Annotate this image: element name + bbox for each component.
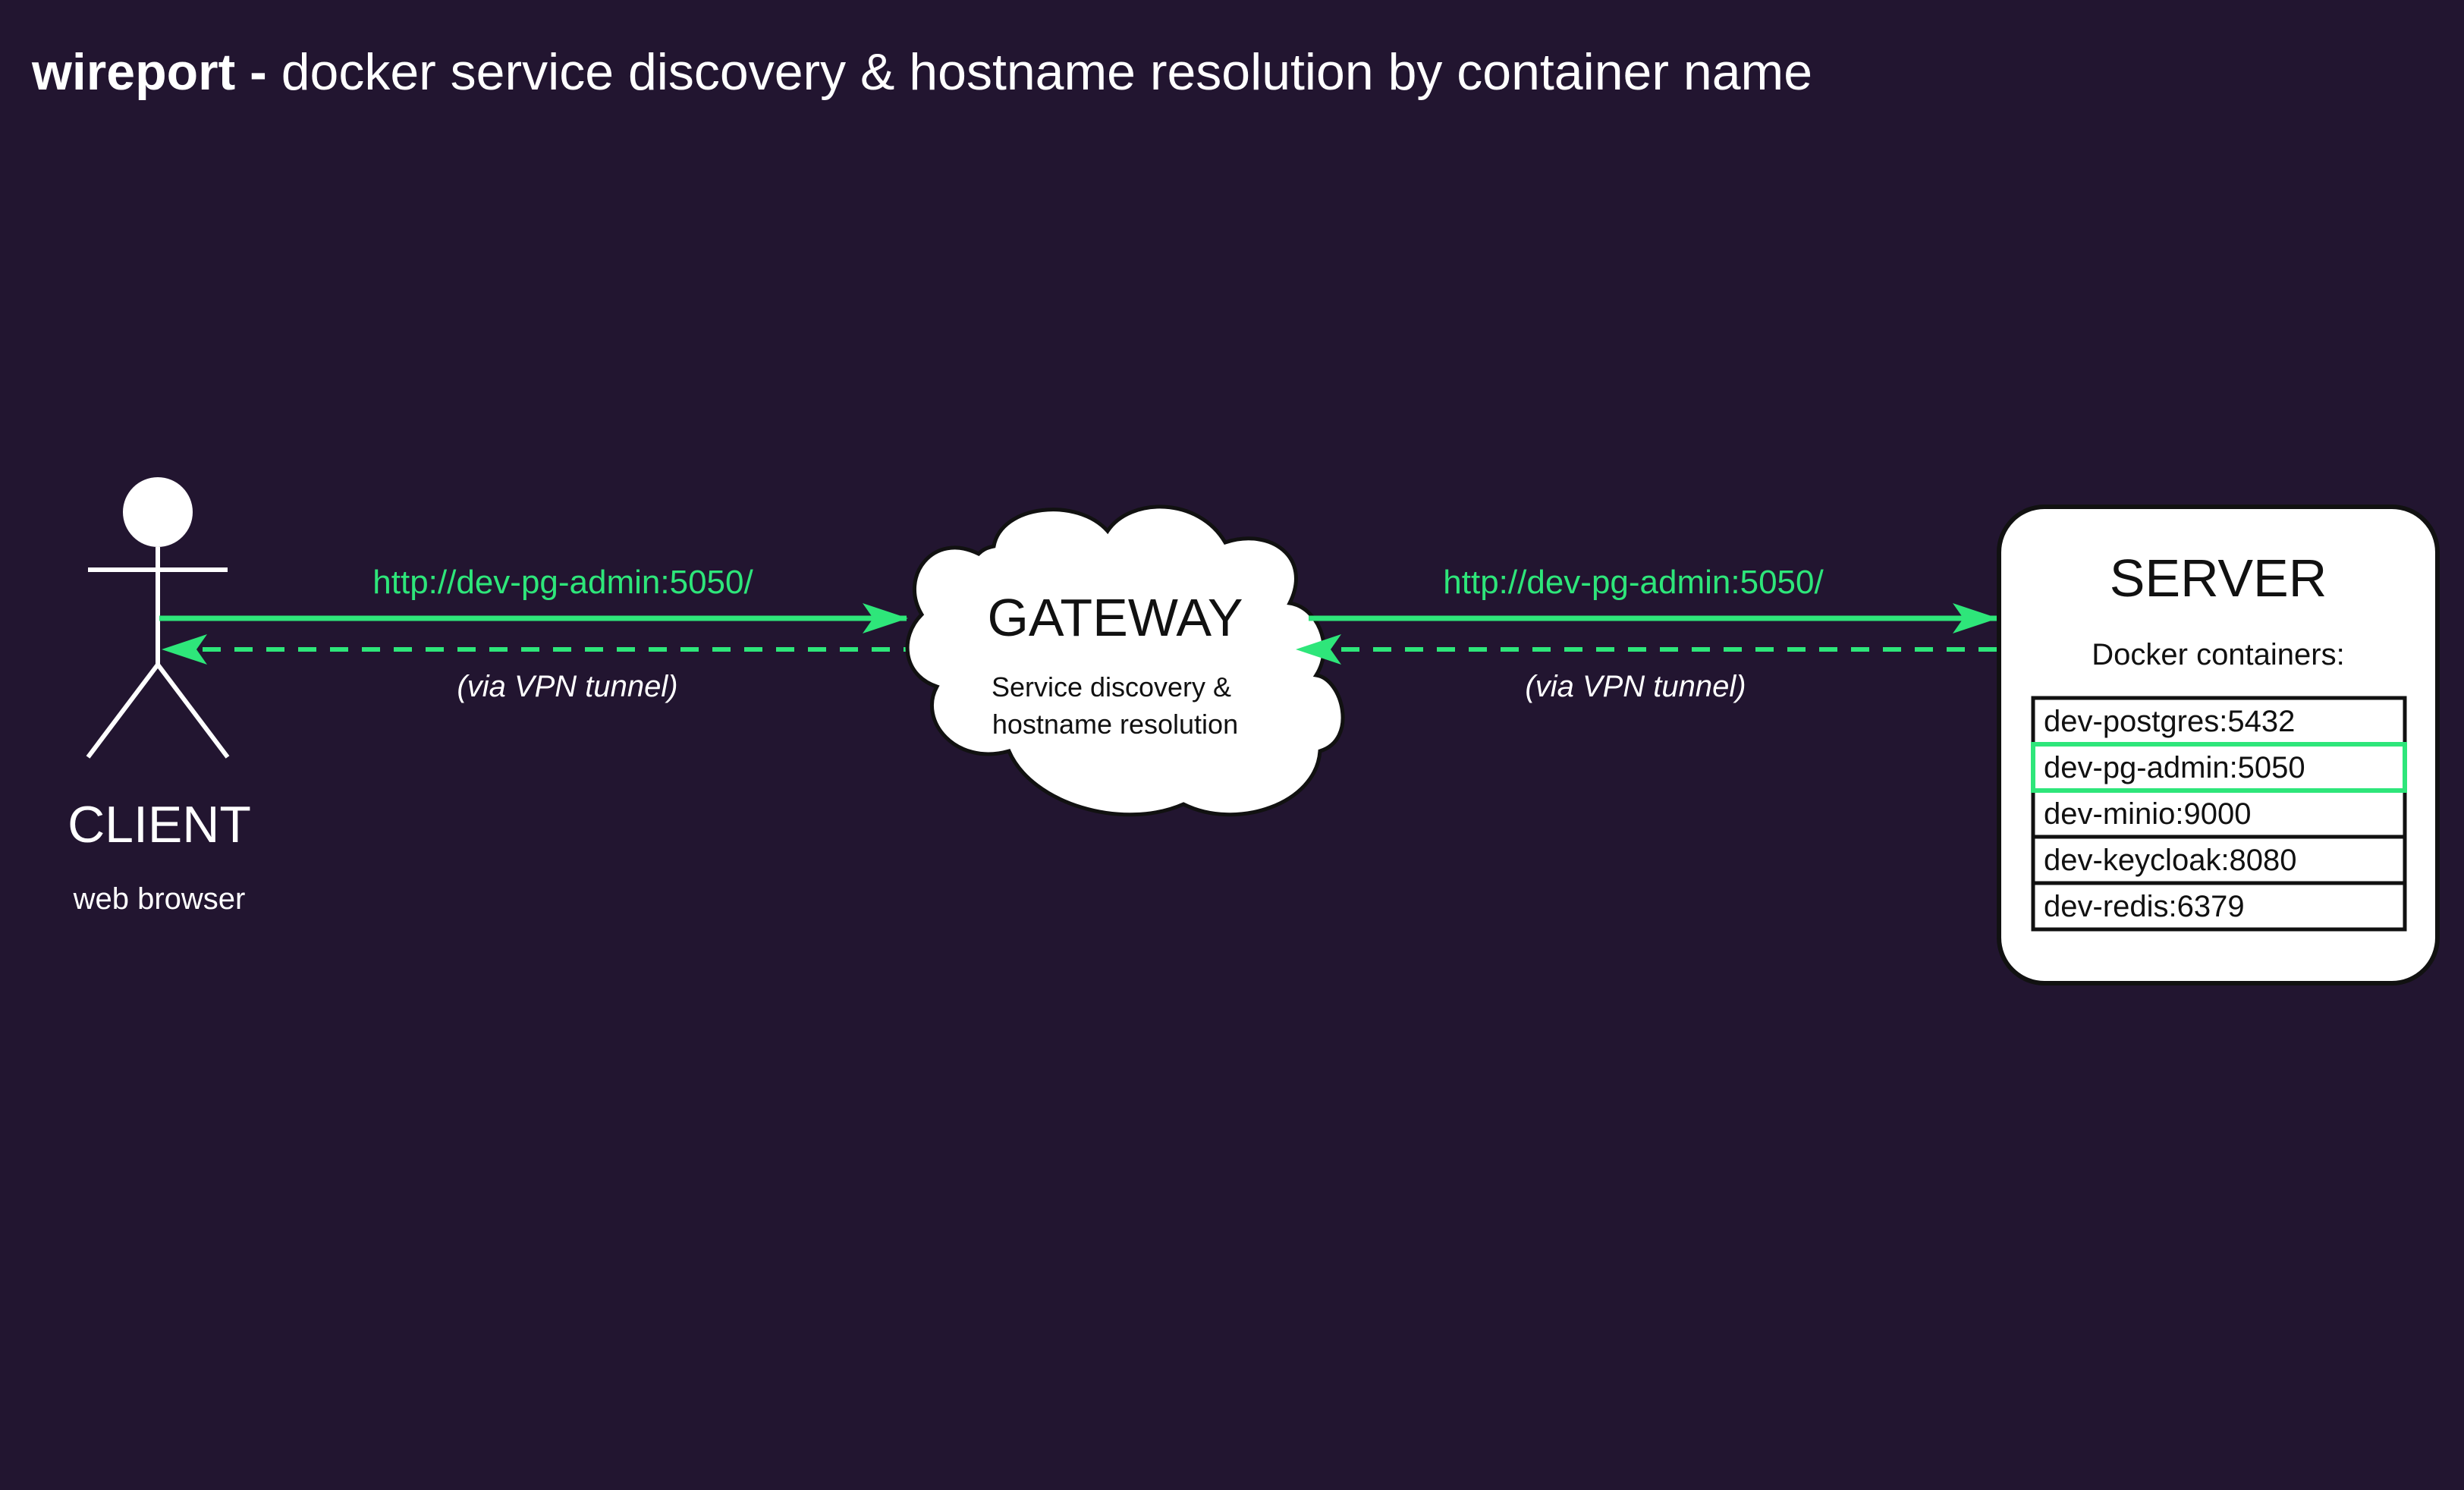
gateway-description-line2: hostname resolution [992,709,1238,740]
container-row-label: dev-keycloak:8080 [2044,844,2297,877]
highlighted-container-outline [2031,742,2407,793]
title-text: docker service discovery & hostname reso… [281,43,1812,101]
client-gateway-url-label: http://dev-pg-admin:5050/ [372,564,753,601]
gateway-description-line1: Service discovery & [992,671,1231,703]
client-label: CLIENT [68,796,251,853]
gateway-server-url-label: http://dev-pg-admin:5050/ [1443,564,1824,601]
gateway-label: GATEWAY [987,588,1243,647]
container-row: dev-postgres:5432 [2031,696,2407,747]
brand-name: wireport [31,43,235,101]
client-gateway-note-label: (via VPN tunnel) [457,670,677,703]
title-separator: - [235,43,281,101]
container-row-border [2031,788,2407,839]
client-sublabel: web browser [73,882,246,916]
container-row: dev-keycloak:8080 [2031,835,2407,885]
container-list: dev-postgres:5432 dev-pg-admin:5050 dev-mi… [2031,696,2407,932]
container-row-border [2031,835,2407,885]
container-row: dev-pg-admin:5050 [2031,742,2407,793]
server-subtitle: Docker containers: [2092,638,2344,671]
container-row: dev-minio:9000 [2031,788,2407,839]
gateway-cloud-icon [905,505,1345,817]
container-row-border [2031,881,2407,932]
container-row-label: dev-pg-admin:5050 [2044,751,2305,784]
gateway-server-note-label: (via VPN tunnel) [1525,670,1746,703]
container-row-label: dev-postgres:5432 [2044,705,2295,738]
container-row-label: dev-minio:9000 [2044,797,2252,831]
server-label: SERVER [2110,549,2327,608]
container-row-label: dev-redis:6379 [2044,890,2245,923]
container-row: dev-redis:6379 [2031,881,2407,932]
container-row-border [2031,696,2407,747]
client-stick-figure-icon [86,477,230,759]
page-title: wireport - docker service discovery & ho… [31,43,1812,101]
